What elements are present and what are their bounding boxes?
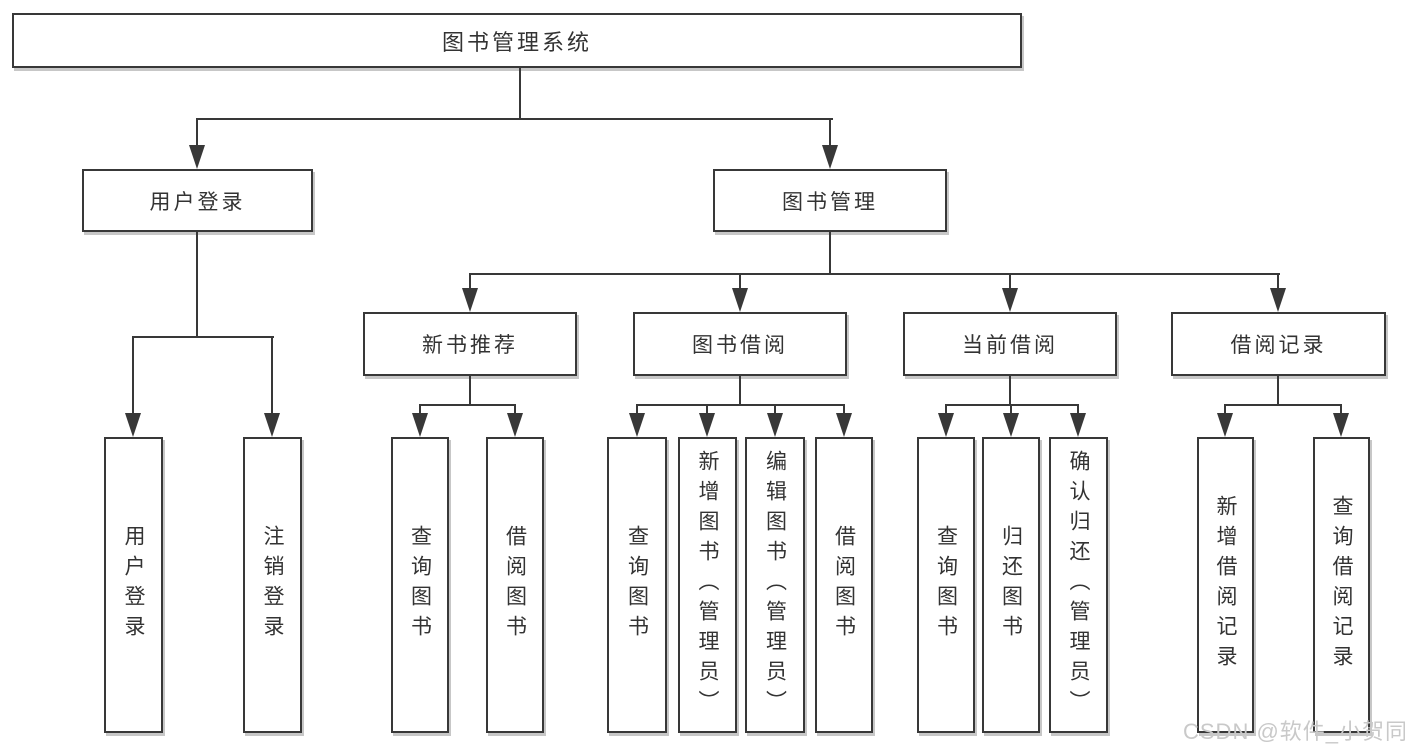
connector-line xyxy=(945,404,947,416)
connector-line xyxy=(1009,273,1011,291)
node-book-borrowing: 图书借阅 xyxy=(633,312,847,376)
node-user-login: 用户登录 xyxy=(82,169,313,232)
node-book-borrowing-label: 图书借阅 xyxy=(692,334,788,357)
connector-line xyxy=(514,404,516,416)
connector-line xyxy=(636,404,845,406)
node-leaf-confirm-return-admin: 确认归还（管理员） xyxy=(1049,437,1108,733)
node-leaf-borrow-books-1: 借阅图书 xyxy=(486,437,544,733)
arrowhead-down-icon xyxy=(822,145,838,169)
node-leaf-confirm-return-admin-label: 确认归还（管理员） xyxy=(1067,450,1090,720)
connector-line xyxy=(469,375,471,406)
node-leaf-user-login-label: 用户登录 xyxy=(122,525,145,645)
node-leaf-borrow-books-1-label: 借阅图书 xyxy=(503,525,527,645)
node-root-label: 图书管理系统 xyxy=(441,29,592,55)
node-leaf-query-borrow-record: 查询借阅记录 xyxy=(1313,437,1370,733)
node-borrowing-records: 借阅记录 xyxy=(1171,312,1386,376)
node-root: 图书管理系统 xyxy=(12,13,1022,68)
node-leaf-add-borrow-record-label: 新增借阅记录 xyxy=(1214,495,1237,675)
node-leaf-add-borrow-record: 新增借阅记录 xyxy=(1197,437,1254,733)
connector-line xyxy=(419,404,421,416)
connector-line xyxy=(945,404,1079,406)
connector-line xyxy=(739,273,741,291)
arrowhead-down-icon xyxy=(189,145,205,169)
node-leaf-borrow-books-2-label: 借阅图书 xyxy=(832,525,856,645)
arrowhead-down-icon xyxy=(1002,288,1018,312)
node-book-management: 图书管理 xyxy=(713,169,947,232)
node-leaf-query-books-2-label: 查询图书 xyxy=(625,525,649,645)
node-leaf-borrow-books-2: 借阅图书 xyxy=(815,437,873,733)
node-new-book-recommendation-label: 新书推荐 xyxy=(422,334,518,357)
connector-line xyxy=(1224,404,1226,416)
node-book-management-label: 图书管理 xyxy=(782,190,878,214)
connector-line xyxy=(1010,404,1012,416)
connector-line xyxy=(196,231,198,338)
arrowhead-down-icon xyxy=(1270,288,1286,312)
connector-line xyxy=(1277,375,1279,406)
node-current-borrowing-label: 当前借阅 xyxy=(962,334,1058,357)
arrowhead-down-icon xyxy=(699,413,715,437)
node-leaf-return-books: 归还图书 xyxy=(982,437,1040,733)
connector-line xyxy=(469,273,471,291)
connector-line xyxy=(132,336,134,416)
connector-line xyxy=(1009,375,1011,406)
connector-line xyxy=(829,231,831,275)
arrowhead-down-icon xyxy=(1070,413,1086,437)
connector-line xyxy=(774,404,776,416)
node-leaf-edit-books-admin: 编辑图书（管理员） xyxy=(745,437,805,733)
node-leaf-return-books-label: 归还图书 xyxy=(999,525,1023,645)
arrowhead-down-icon xyxy=(1003,413,1019,437)
connector-line xyxy=(1224,404,1342,406)
connector-line xyxy=(271,336,273,416)
node-leaf-query-books-3-label: 查询图书 xyxy=(934,525,958,645)
connector-line xyxy=(196,118,198,149)
node-leaf-user-login: 用户登录 xyxy=(104,437,163,733)
node-leaf-edit-books-admin-label: 编辑图书（管理员） xyxy=(763,450,787,720)
node-borrowing-records-label: 借阅记录 xyxy=(1230,334,1327,357)
connector-line xyxy=(519,67,521,120)
csdn-watermark: CSDN @软件_小贺同学 xyxy=(1183,719,1405,744)
node-leaf-logout-label: 注销登录 xyxy=(261,525,284,645)
arrowhead-down-icon xyxy=(125,413,141,437)
node-leaf-query-books-2: 查询图书 xyxy=(607,437,667,733)
node-user-login-label: 用户登录 xyxy=(149,190,246,214)
arrowhead-down-icon xyxy=(938,413,954,437)
node-current-borrowing: 当前借阅 xyxy=(903,312,1117,376)
node-leaf-query-books-1: 查询图书 xyxy=(391,437,449,733)
arrowhead-down-icon xyxy=(412,413,428,437)
connector-line xyxy=(419,404,516,406)
arrowhead-down-icon xyxy=(507,413,523,437)
connector-line xyxy=(196,118,833,120)
arrowhead-down-icon xyxy=(1333,413,1349,437)
connector-line xyxy=(706,404,708,416)
connector-line xyxy=(469,273,1280,275)
arrowhead-down-icon xyxy=(732,288,748,312)
node-new-book-recommendation: 新书推荐 xyxy=(363,312,577,376)
arrowhead-down-icon xyxy=(1217,413,1233,437)
arrowhead-down-icon xyxy=(836,413,852,437)
arrowhead-down-icon xyxy=(264,413,280,437)
connector-line xyxy=(1277,273,1279,291)
node-leaf-add-books-admin: 新增图书（管理员） xyxy=(678,437,737,733)
connector-line xyxy=(636,404,638,416)
connector-line xyxy=(1340,404,1342,416)
node-leaf-query-borrow-record-label: 查询借阅记录 xyxy=(1330,495,1353,675)
node-leaf-query-books-3: 查询图书 xyxy=(917,437,975,733)
connector-line xyxy=(843,404,845,416)
arrowhead-down-icon xyxy=(629,413,645,437)
node-leaf-add-books-admin-label: 新增图书（管理员） xyxy=(696,450,719,720)
connector-line xyxy=(829,118,831,149)
connector-line xyxy=(739,375,741,406)
connector-line xyxy=(1077,404,1079,416)
arrowhead-down-icon xyxy=(462,288,478,312)
node-leaf-logout: 注销登录 xyxy=(243,437,302,733)
arrowhead-down-icon xyxy=(767,413,783,437)
node-leaf-query-books-1-label: 查询图书 xyxy=(408,525,432,645)
connector-line xyxy=(132,336,274,338)
